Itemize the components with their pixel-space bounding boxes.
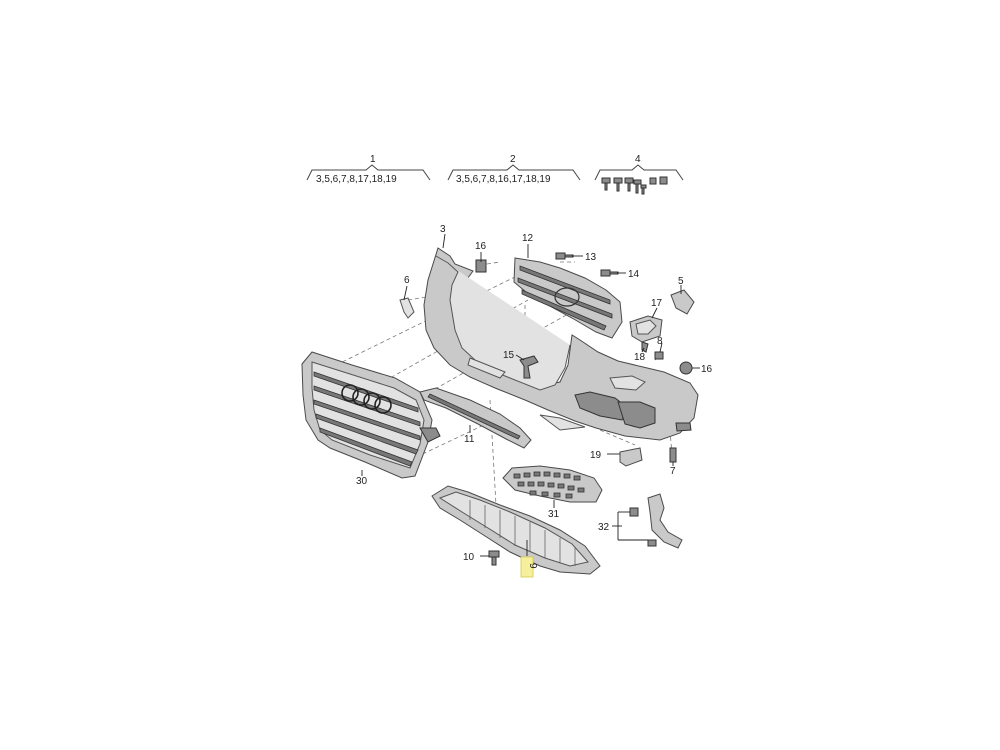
part-13-bolt	[555, 252, 574, 260]
callout-5[interactable]: 5	[678, 276, 684, 287]
callout-15[interactable]: 15	[503, 350, 515, 361]
set-4-number[interactable]: 4	[635, 154, 641, 165]
part-14-bolt	[600, 269, 619, 277]
set-1-brace	[306, 164, 431, 181]
set-1-header: 1 3,5,6,7,8,17,18,19	[306, 154, 431, 185]
part-16-clip	[475, 259, 487, 273]
callout-17[interactable]: 17	[651, 298, 663, 309]
callout-9[interactable]: 9	[527, 563, 538, 569]
part-19-cap	[619, 447, 643, 467]
set-2-brace	[447, 164, 581, 181]
part-32-bracket-set	[629, 493, 683, 549]
callout-31[interactable]: 31	[548, 509, 560, 520]
part-16b-grommet	[679, 361, 693, 375]
callout-7[interactable]: 7	[670, 466, 676, 477]
set-4-brace	[594, 164, 684, 181]
callout-8[interactable]: 8	[657, 336, 663, 347]
callout-12[interactable]: 12	[522, 233, 534, 244]
part-10-screw	[488, 550, 500, 566]
lower-spoiler-undertray	[431, 485, 601, 575]
part-7-clip	[669, 447, 677, 463]
fog-light-grille	[502, 465, 603, 503]
radiator-grille	[301, 351, 441, 479]
callout-11[interactable]: 11	[464, 434, 475, 445]
callout-16[interactable]: 16	[475, 241, 487, 252]
callout-18[interactable]: 18	[634, 352, 646, 363]
upper-grille-insert	[513, 257, 623, 339]
callout-6[interactable]: 6	[404, 275, 410, 286]
set-4-header: 4	[594, 154, 684, 195]
grille-bars	[313, 371, 421, 467]
four-rings-logo-icon	[341, 384, 392, 414]
callout-14[interactable]: 14	[628, 269, 640, 280]
callout-labels: 3 16 12 13 14 6 5 17 8 18 15 16 11 30 19…	[356, 224, 713, 578]
center-reinforcement-strip	[419, 387, 532, 449]
callout-3[interactable]: 3	[440, 224, 446, 235]
set-2-number[interactable]: 2	[510, 154, 516, 165]
set-2-contents: 3,5,6,7,8,16,17,18,19	[456, 174, 551, 185]
bumper-cover	[423, 247, 699, 441]
callout-10[interactable]: 10	[463, 552, 475, 563]
set-1-number[interactable]: 1	[370, 154, 376, 165]
set-1-contents: 3,5,6,7,8,17,18,19	[316, 174, 397, 185]
callout-16b[interactable]: 16	[701, 364, 713, 375]
undertray-ribs	[469, 500, 576, 566]
part-17-cover	[629, 315, 663, 343]
set-2-header: 2 3,5,6,7,8,16,17,18,19	[447, 154, 581, 185]
leader-lines	[361, 233, 700, 557]
callout-19[interactable]: 19	[590, 450, 602, 461]
set-4-fasteners-icon	[601, 176, 668, 195]
callout-32[interactable]: 32	[598, 522, 610, 533]
callout-30[interactable]: 30	[356, 476, 368, 487]
part-15-bracket	[519, 355, 539, 379]
part-6-clip	[399, 297, 415, 319]
part-5-bracket	[670, 289, 695, 315]
callout-13[interactable]: 13	[585, 252, 597, 263]
callout-9-highlight	[520, 556, 534, 578]
part-8-nut	[654, 351, 664, 360]
